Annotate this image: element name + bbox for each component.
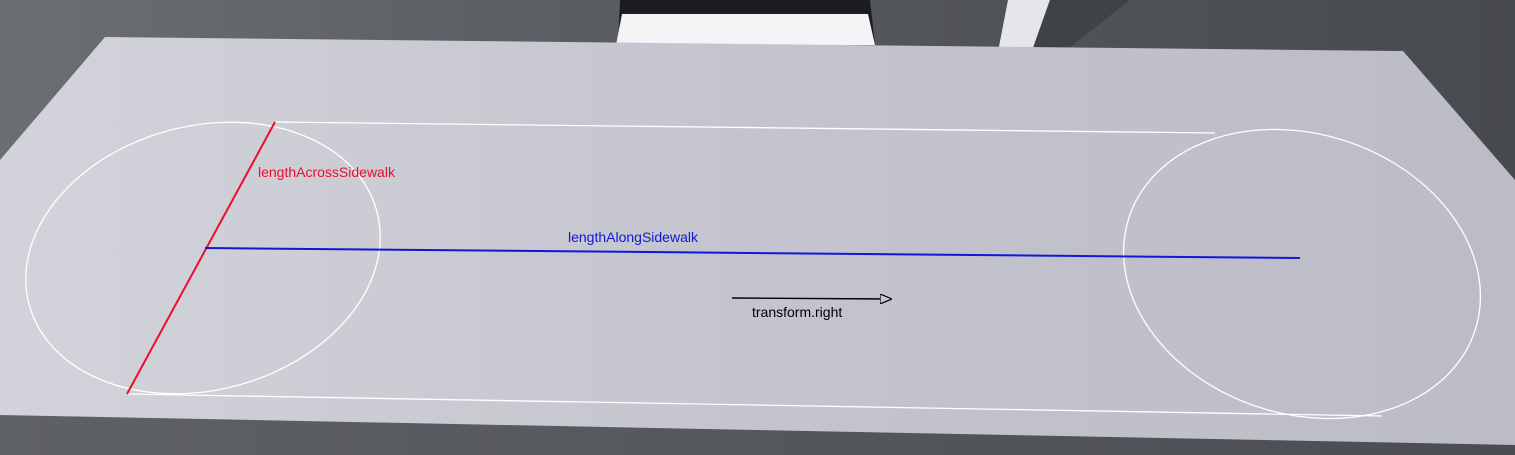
capsule-top-edge [274, 121, 1216, 134]
background-light-block [616, 14, 875, 45]
length-along-label: lengthAlongSidewalk [568, 229, 699, 245]
length-across-line [126, 121, 276, 395]
sidewalk-slab [0, 37, 1515, 445]
floor [0, 415, 1515, 455]
transform-right-label: transform.right [752, 304, 842, 320]
length-along-line [204, 247, 1301, 259]
capsule-left-cap [25, 121, 381, 395]
capsule-right-cap [1122, 128, 1482, 420]
capsule-bottom-edge [127, 393, 1383, 417]
background-post [996, 0, 1050, 62]
transform-right-arrow [731, 298, 891, 299]
background-post-shadow [1028, 0, 1130, 62]
length-across-label: lengthAcrossSidewalk [258, 164, 396, 180]
